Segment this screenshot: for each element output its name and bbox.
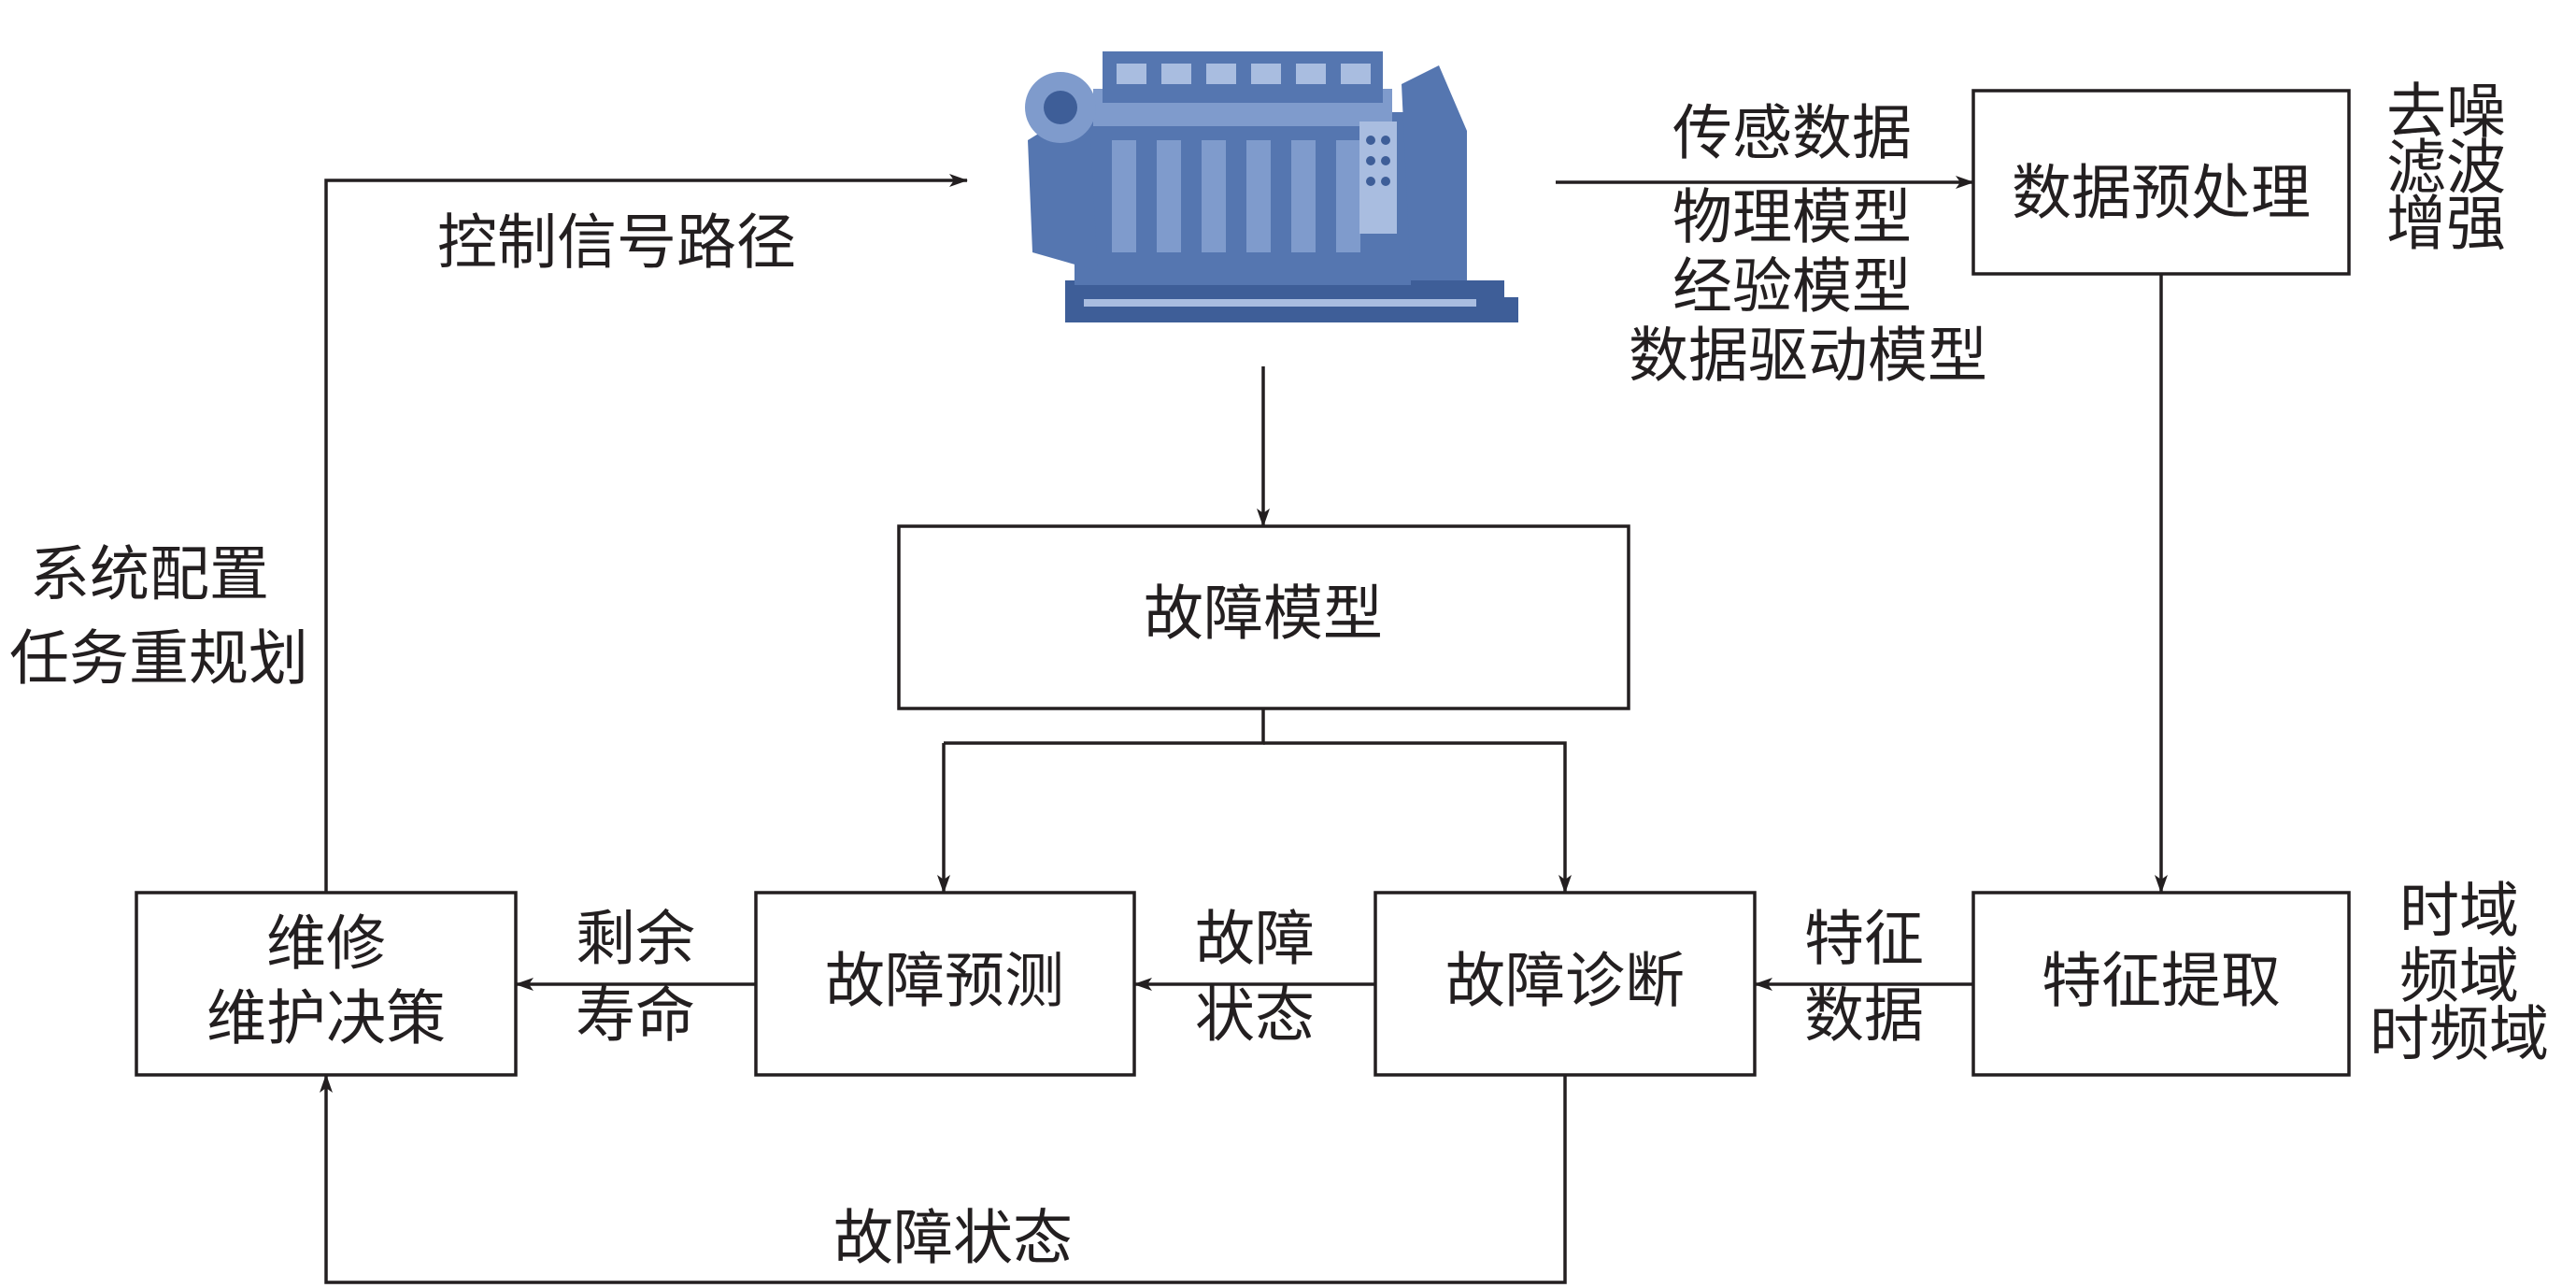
fault-diagnosis-box: 故障诊断 [1373, 891, 1757, 1077]
task-replanning-label: 任务重规划 [9, 625, 308, 694]
maintenance-decision-box: 维修 维护决策 [135, 891, 518, 1077]
arrow-control-signal-path [324, 174, 968, 893]
diesel-engine-image [1025, 51, 1518, 322]
fault-prediction-box: 故障预测 [754, 891, 1136, 1077]
preprocess-method-denoise: 去噪 [2386, 79, 2506, 148]
model-label-empirical: 经验模型 [1672, 253, 1912, 322]
fault-model-label: 故障模型 [1144, 580, 1383, 650]
fault-prediction-label: 故障预测 [825, 948, 1064, 1017]
domain-frequency-label: 频域 [2399, 943, 2519, 1012]
sensor-data-label: 传感数据 [1672, 100, 1912, 169]
model-label-physical: 物理模型 [1672, 184, 1912, 253]
domain-time-label: 时域 [2399, 878, 2519, 947]
control-signal-path-label: 控制信号路径 [437, 209, 796, 279]
preprocess-method-enhance: 增强 [2386, 191, 2506, 260]
fault-state-label-line1: 故障 [1195, 906, 1315, 975]
fault-state-bottom-label: 故障状态 [833, 1205, 1073, 1274]
domain-time-frequency-label: 时频域 [2370, 1001, 2549, 1070]
remaining-life-label-line1: 剩余 [576, 906, 695, 975]
fault-model-box: 故障模型 [897, 524, 1630, 710]
feature-extraction-label: 特征提取 [2042, 948, 2281, 1017]
system-config-label: 系统配置 [30, 541, 269, 610]
model-label-data-driven: 数据驱动模型 [1629, 322, 1987, 392]
feature-data-label-line2: 数据 [1804, 982, 1924, 1052]
data-preprocessing-label: 数据预处理 [2012, 160, 2311, 229]
feature-extraction-box: 特征提取 [1971, 891, 2351, 1077]
arrow-diagnosis-to-maintenance [320, 1074, 1567, 1284]
remaining-life-label-line2: 寿命 [576, 982, 695, 1052]
feature-data-label-line1: 特征 [1804, 906, 1924, 975]
fault-model-split-line [944, 708, 1265, 745]
fault-state-label-line2: 状态 [1195, 982, 1315, 1052]
preprocess-method-filter: 滤波 [2386, 135, 2506, 204]
maintenance-label-line1: 维修 [266, 910, 386, 980]
data-preprocessing-box: 数据预处理 [1971, 89, 2351, 276]
fault-diagnosis-label: 故障诊断 [1445, 948, 1685, 1017]
arrow-fault-model-to-diagnosis [1263, 741, 1572, 894]
maintenance-label-line2: 维护决策 [206, 985, 446, 1054]
